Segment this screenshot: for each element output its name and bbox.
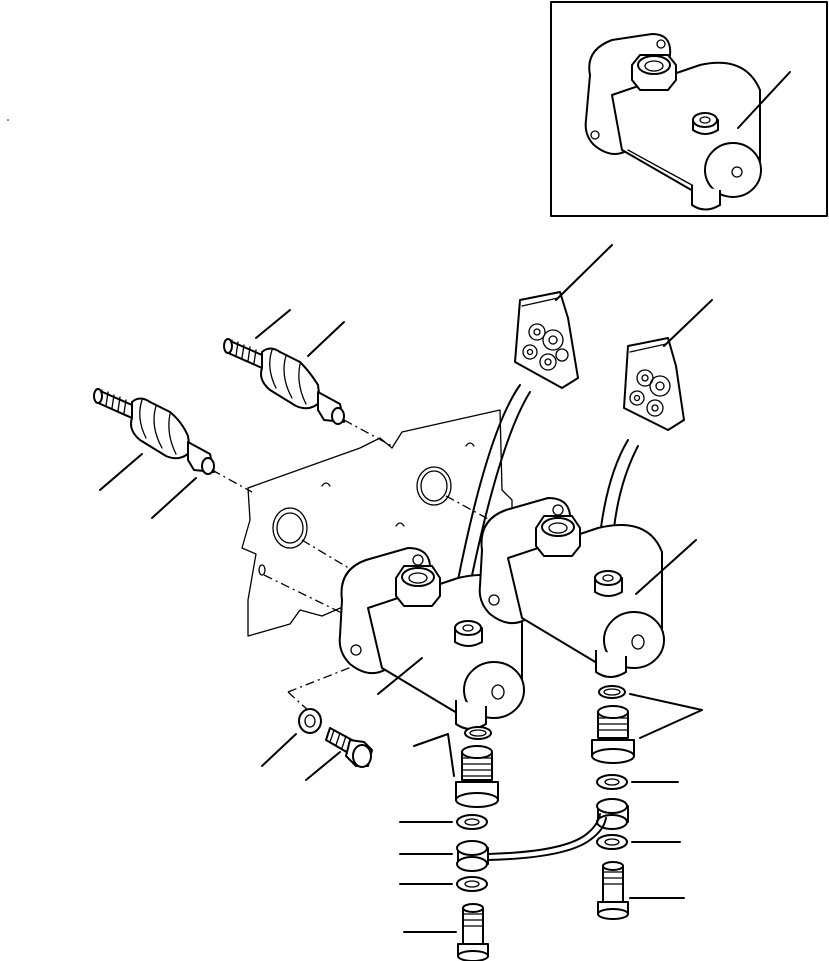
push-rod-lower: [93, 388, 215, 475]
sealing-washer-left-1: [456, 814, 488, 830]
sealing-washer-right-1: [596, 774, 628, 790]
inset-view: [550, 1, 828, 217]
adapter-left: [455, 745, 499, 808]
banjo-bolt-right: [597, 861, 629, 920]
seal-kit-bag-right: [623, 337, 685, 431]
washer: [298, 708, 322, 734]
push-rod-upper: [223, 338, 345, 425]
seal-kit-bag-left: [514, 291, 579, 389]
master-cylinder-left: [338, 547, 525, 730]
o-ring-left: [464, 726, 492, 740]
banjo-bolt-left: [457, 903, 489, 961]
brake-pipe: [487, 813, 601, 855]
leader-bag-left: [555, 244, 613, 301]
o-ring-right: [598, 685, 626, 699]
bag-left-pointer: [457, 384, 521, 581]
leader-inset: [737, 71, 791, 129]
banjo-right: [596, 798, 629, 830]
inset-cylinder: [584, 33, 762, 211]
inset-frame: [550, 1, 828, 217]
bolt: [325, 727, 373, 768]
banjo-left: [456, 840, 489, 872]
sealing-washer-right-2: [596, 834, 628, 850]
leader-bag-right: [663, 299, 713, 347]
master-cylinder-right: [478, 497, 665, 678]
sealing-washer-left-2: [456, 876, 488, 892]
adapter-right: [591, 705, 635, 764]
mounting-plate: [241, 409, 513, 637]
